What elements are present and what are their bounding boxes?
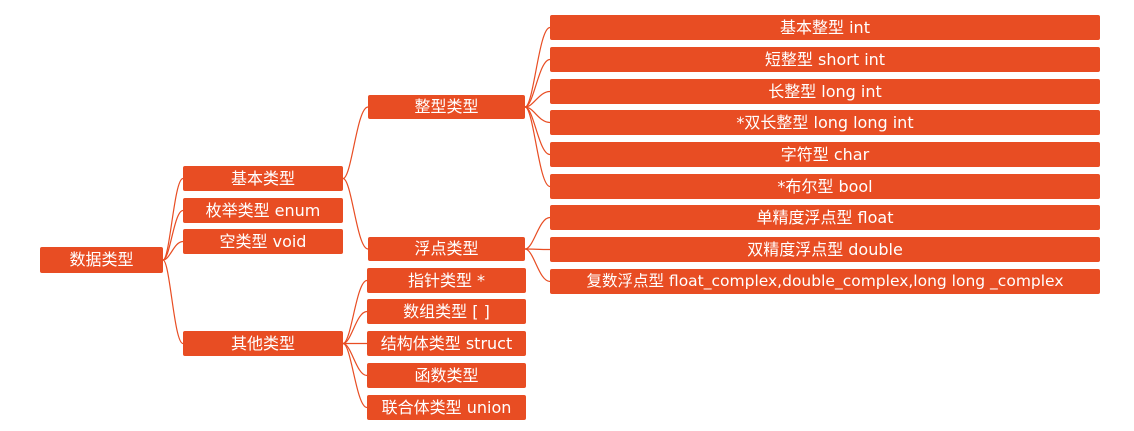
node-int-longlong: *双长整型 long long int: [550, 110, 1100, 135]
connector-integer-types-to-int-long: [524, 90, 551, 108]
connector-float-types-to-float-complex: [524, 248, 551, 283]
node-union-type: 联合体类型 union: [367, 395, 526, 420]
connector-float-types-to-float-double: [524, 248, 551, 251]
node-char: 字符型 char: [550, 142, 1100, 167]
node-float-double: 双精度浮点型 double: [550, 237, 1100, 262]
node-basic-types: 基本类型: [183, 166, 343, 191]
node-int-basic: 基本整型 int: [550, 15, 1100, 40]
node-float-types: 浮点类型: [368, 237, 525, 261]
connector-other-types-to-pointer-type: [342, 279, 368, 345]
connector-other-types-to-union-type: [342, 342, 368, 409]
node-void-type: 空类型 void: [183, 229, 343, 254]
node-int-long: 长整型 long int: [550, 79, 1100, 104]
node-float-single: 单精度浮点型 float: [550, 205, 1100, 230]
connector-basic-types-to-integer-types: [342, 106, 369, 180]
node-array-type: 数组类型 [ ]: [367, 299, 526, 324]
node-struct-type: 结构体类型 struct: [367, 331, 526, 356]
node-other-types: 其他类型: [183, 331, 343, 356]
connector-basic-types-to-float-types: [342, 177, 369, 250]
node-data-types: 数据类型: [40, 247, 163, 273]
connector-other-types-to-array-type: [342, 310, 368, 345]
connector-data-types-to-other-types: [162, 259, 184, 345]
node-integer-types: 整型类型: [368, 95, 525, 119]
connector-float-types-to-float-single: [524, 216, 551, 250]
connector-data-types-to-void-type: [162, 240, 184, 261]
connector-integer-types-to-int-basic: [524, 26, 551, 108]
connector-data-types-to-basic-types: [162, 177, 184, 261]
node-int-short: 短整型 short int: [550, 47, 1100, 72]
node-function-type: 函数类型: [367, 363, 526, 388]
node-bool: *布尔型 bool: [550, 174, 1100, 199]
connector-integer-types-to-int-short: [524, 58, 551, 108]
connector-data-types-to-enum-type: [162, 209, 184, 261]
connector-integer-types-to-bool: [524, 106, 551, 188]
node-enum-type: 枚举类型 enum: [183, 198, 343, 223]
node-pointer-type: 指针类型 *: [367, 268, 526, 293]
node-float-complex: 复数浮点型 float_complex,double_complex,long …: [550, 269, 1100, 294]
